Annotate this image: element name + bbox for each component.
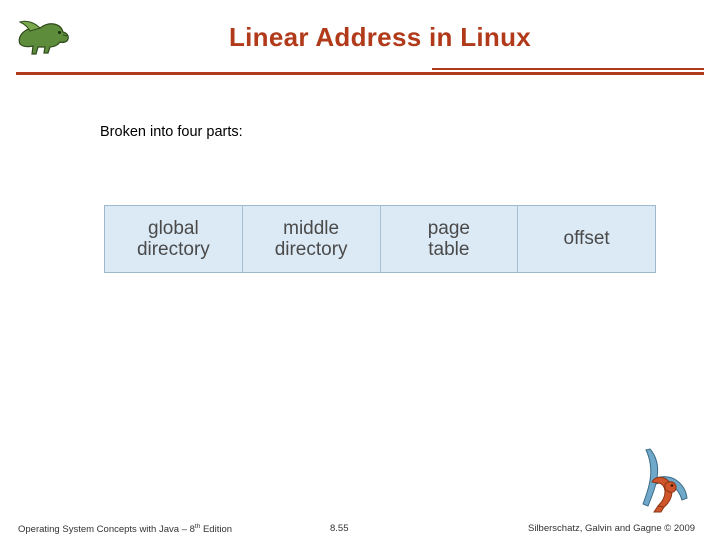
diagram-cell-line2: directory (136, 239, 210, 260)
footer-left-sup: th (194, 523, 201, 530)
header-rule-accent (432, 68, 704, 70)
linear-address-diagram: global directory middle directory page t… (104, 205, 656, 273)
diagram-cell-line2: directory (274, 239, 348, 260)
diagram-cell-middle-directory: middle directory (242, 206, 381, 272)
diagram-cell-offset: offset (518, 206, 655, 272)
footer-copyright: Silberschatz, Galvin and Gagne © 2009 (528, 523, 696, 534)
dinosaur-logo-icon (14, 14, 74, 60)
diagram-cell-global-directory: global directory (105, 206, 243, 272)
footer-left: Operating System Concepts with Java – 8t… (18, 523, 232, 535)
page-title: Linear Address in Linux (228, 22, 532, 52)
body-text: Broken into four parts: (100, 124, 243, 140)
diagram-cell-line2: table (428, 239, 470, 260)
footer-left-prefix: Operating System Concepts with Java – 8 (18, 524, 195, 536)
dinosaur-logo-icon (632, 448, 704, 514)
footer-slide-number: 8.55 (330, 523, 349, 534)
diagram-cell-line1: global (148, 217, 199, 239)
diagram-cell-line1: offset (563, 228, 610, 250)
diagram-cell-line1: middle (283, 217, 340, 239)
header-rule (16, 72, 704, 75)
footer-left-suffix: Edition (200, 524, 233, 536)
diagram-cell-line1: page (427, 217, 471, 239)
diagram-cell-page-table: page table (380, 206, 519, 272)
